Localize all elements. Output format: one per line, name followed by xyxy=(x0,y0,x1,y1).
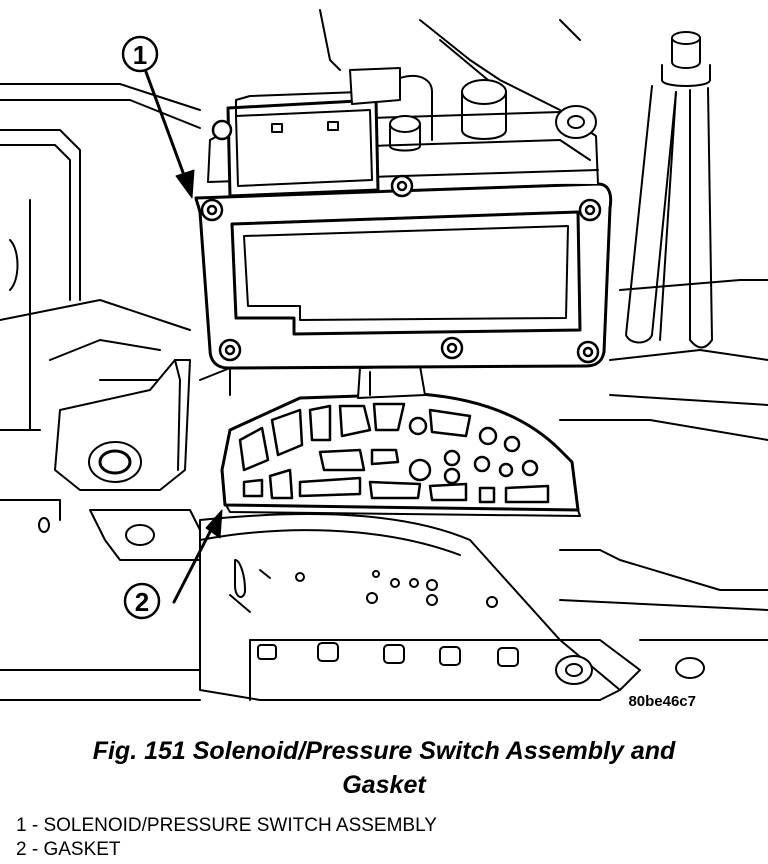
transmission-housing xyxy=(0,9,768,701)
callout-2-number: 2 xyxy=(135,587,149,617)
solenoid-assembly xyxy=(194,67,613,370)
callout-1-number: 1 xyxy=(133,40,147,70)
gasket xyxy=(220,392,581,517)
figure-caption: Fig. 151 Solenoid/Pressure Switch Assemb… xyxy=(0,734,768,802)
mounting-bracket xyxy=(38,359,201,561)
callout-2: 2 xyxy=(123,509,223,620)
legend-item-2: 2 - GASKET xyxy=(16,839,121,860)
locator-tab xyxy=(357,365,426,399)
image-code: 80be46c7 xyxy=(628,693,696,710)
valve-body xyxy=(199,513,705,701)
legend-item-1: 1 - SOLENOID/PRESSURE SWITCH ASSEMBLY xyxy=(16,815,437,836)
caption-line-1: Fig. 151 Solenoid/Pressure Switch Assemb… xyxy=(92,737,676,765)
diagram-figure: 1 2 80be46c7 xyxy=(0,9,768,710)
callout-1: 1 xyxy=(121,35,195,199)
callout-legend: 1 - SOLENOID/PRESSURE SWITCH ASSEMBLY 2 … xyxy=(16,814,437,862)
shift-rod xyxy=(625,31,713,349)
caption-line-2: Gasket xyxy=(342,771,426,799)
